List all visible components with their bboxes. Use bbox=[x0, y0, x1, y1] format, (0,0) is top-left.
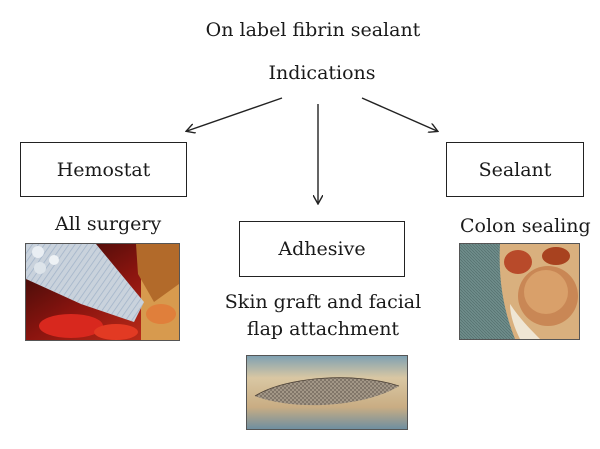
arrow-left-icon bbox=[187, 97, 283, 131]
hemostat-surgery-photo bbox=[25, 243, 180, 341]
arrow-right-icon bbox=[361, 97, 437, 131]
diagram-subtitle: Indications bbox=[268, 62, 376, 84]
adhesive-caption-line1: Skin graft and facial bbox=[224, 291, 422, 313]
sealant-caption: Colon sealing bbox=[460, 215, 591, 237]
sealant-box: Sealant bbox=[446, 142, 584, 197]
skin-graft-photo bbox=[246, 355, 408, 430]
diagram-title: On label fibrin sealant bbox=[205, 19, 421, 41]
hemostat-box: Hemostat bbox=[20, 142, 187, 197]
adhesive-caption-line2: flap attachment bbox=[246, 318, 400, 340]
adhesive-box: Adhesive bbox=[239, 221, 405, 277]
sealant-label: Sealant bbox=[478, 158, 552, 181]
colon-sealing-photo bbox=[459, 243, 580, 340]
hemostat-label: Hemostat bbox=[56, 158, 151, 181]
hemostat-caption: All surgery bbox=[55, 213, 162, 235]
adhesive-label: Adhesive bbox=[278, 238, 366, 260]
